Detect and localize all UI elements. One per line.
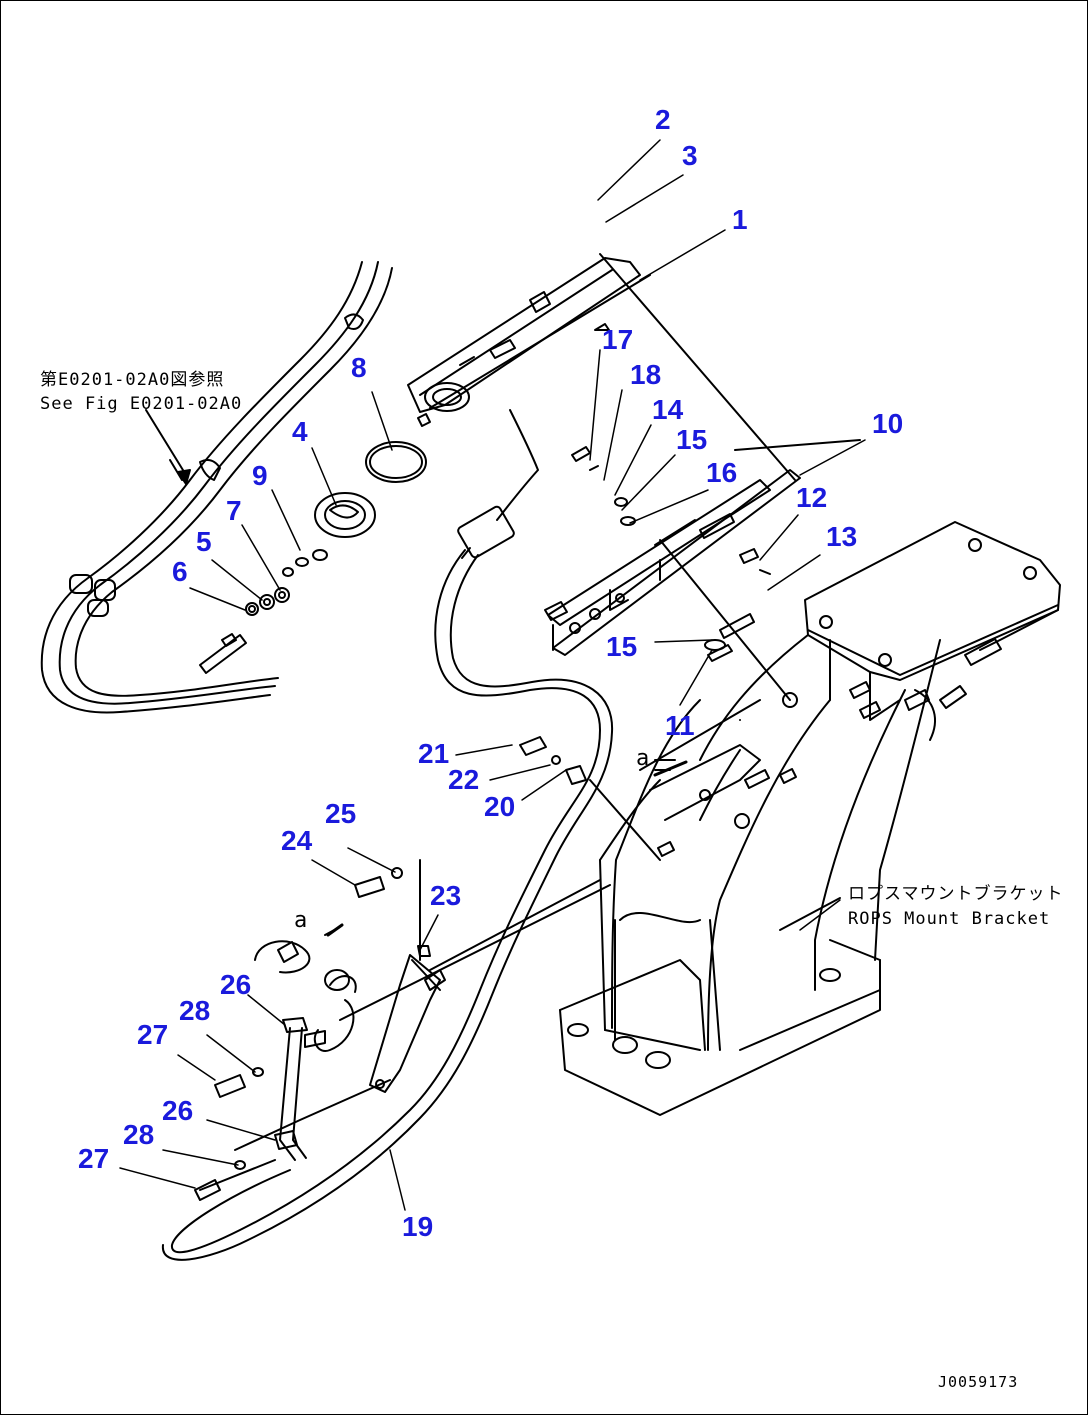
part-number-12: 12 [796, 482, 828, 513]
part-number-14: 14 [652, 394, 684, 425]
part-number-5: 5 [196, 526, 212, 557]
left-harness [40, 261, 393, 714]
ref-a-bolt-upper [653, 760, 688, 777]
part-number-26: 26 [162, 1095, 194, 1126]
rops-label-jp: ロプスマウントブラケット [848, 884, 1064, 904]
part-number-7: 7 [226, 495, 242, 526]
rops-label-en: ROPS Mount Bracket [848, 909, 1051, 929]
lamp-bracket [407, 257, 651, 521]
part-number-15: 15 [606, 631, 638, 662]
reference-note-en: See Fig E0201-02A0 [40, 394, 243, 414]
ref-letter-a-lower: a [294, 908, 308, 933]
part-number-19: 19 [402, 1211, 434, 1242]
part-number-13: 13 [826, 521, 858, 552]
ref-letter-a-upper: a [636, 746, 650, 771]
part-number-2: 2 [655, 104, 671, 135]
part-number-24: 24 [281, 825, 313, 856]
part-number-22: 22 [448, 764, 480, 795]
part-number-10: 10 [872, 408, 904, 439]
drawing-id: J0059173 [938, 1373, 1019, 1391]
lower-mount [194, 736, 611, 1201]
part-number-27: 27 [78, 1143, 110, 1174]
part-number-17: 17 [602, 324, 634, 355]
rops-mount-bracket [559, 521, 1061, 1116]
part-number-25: 25 [325, 798, 357, 829]
part-number-1: 1 [732, 204, 748, 235]
middle-bracket [544, 253, 861, 708]
part-number-23: 23 [430, 880, 462, 911]
part-number-15: 15 [676, 424, 708, 455]
part-number-9: 9 [252, 460, 268, 491]
part-number-3: 3 [682, 140, 698, 171]
part-number-20: 20 [484, 791, 516, 822]
lamp-cable [161, 505, 614, 1261]
part-number-16: 16 [706, 457, 738, 488]
part-number-28: 28 [123, 1119, 155, 1150]
part-number-4: 4 [292, 416, 308, 447]
part-number-6: 6 [172, 556, 188, 587]
part-number-11: 11 [665, 710, 695, 741]
part-number-26: 26 [220, 969, 252, 1000]
part-number-27: 27 [137, 1019, 169, 1050]
part-number-28: 28 [179, 995, 211, 1026]
part-number-21: 21 [418, 738, 450, 769]
leader-lines [119, 139, 866, 1211]
part-number-8: 8 [351, 352, 367, 383]
reference-note-jp: 第E0201-02A0図参照 [40, 370, 225, 390]
lamp-assembly-parts [245, 441, 427, 616]
ref-a-bolt-lower [326, 923, 344, 937]
part-number-18: 18 [630, 359, 662, 390]
